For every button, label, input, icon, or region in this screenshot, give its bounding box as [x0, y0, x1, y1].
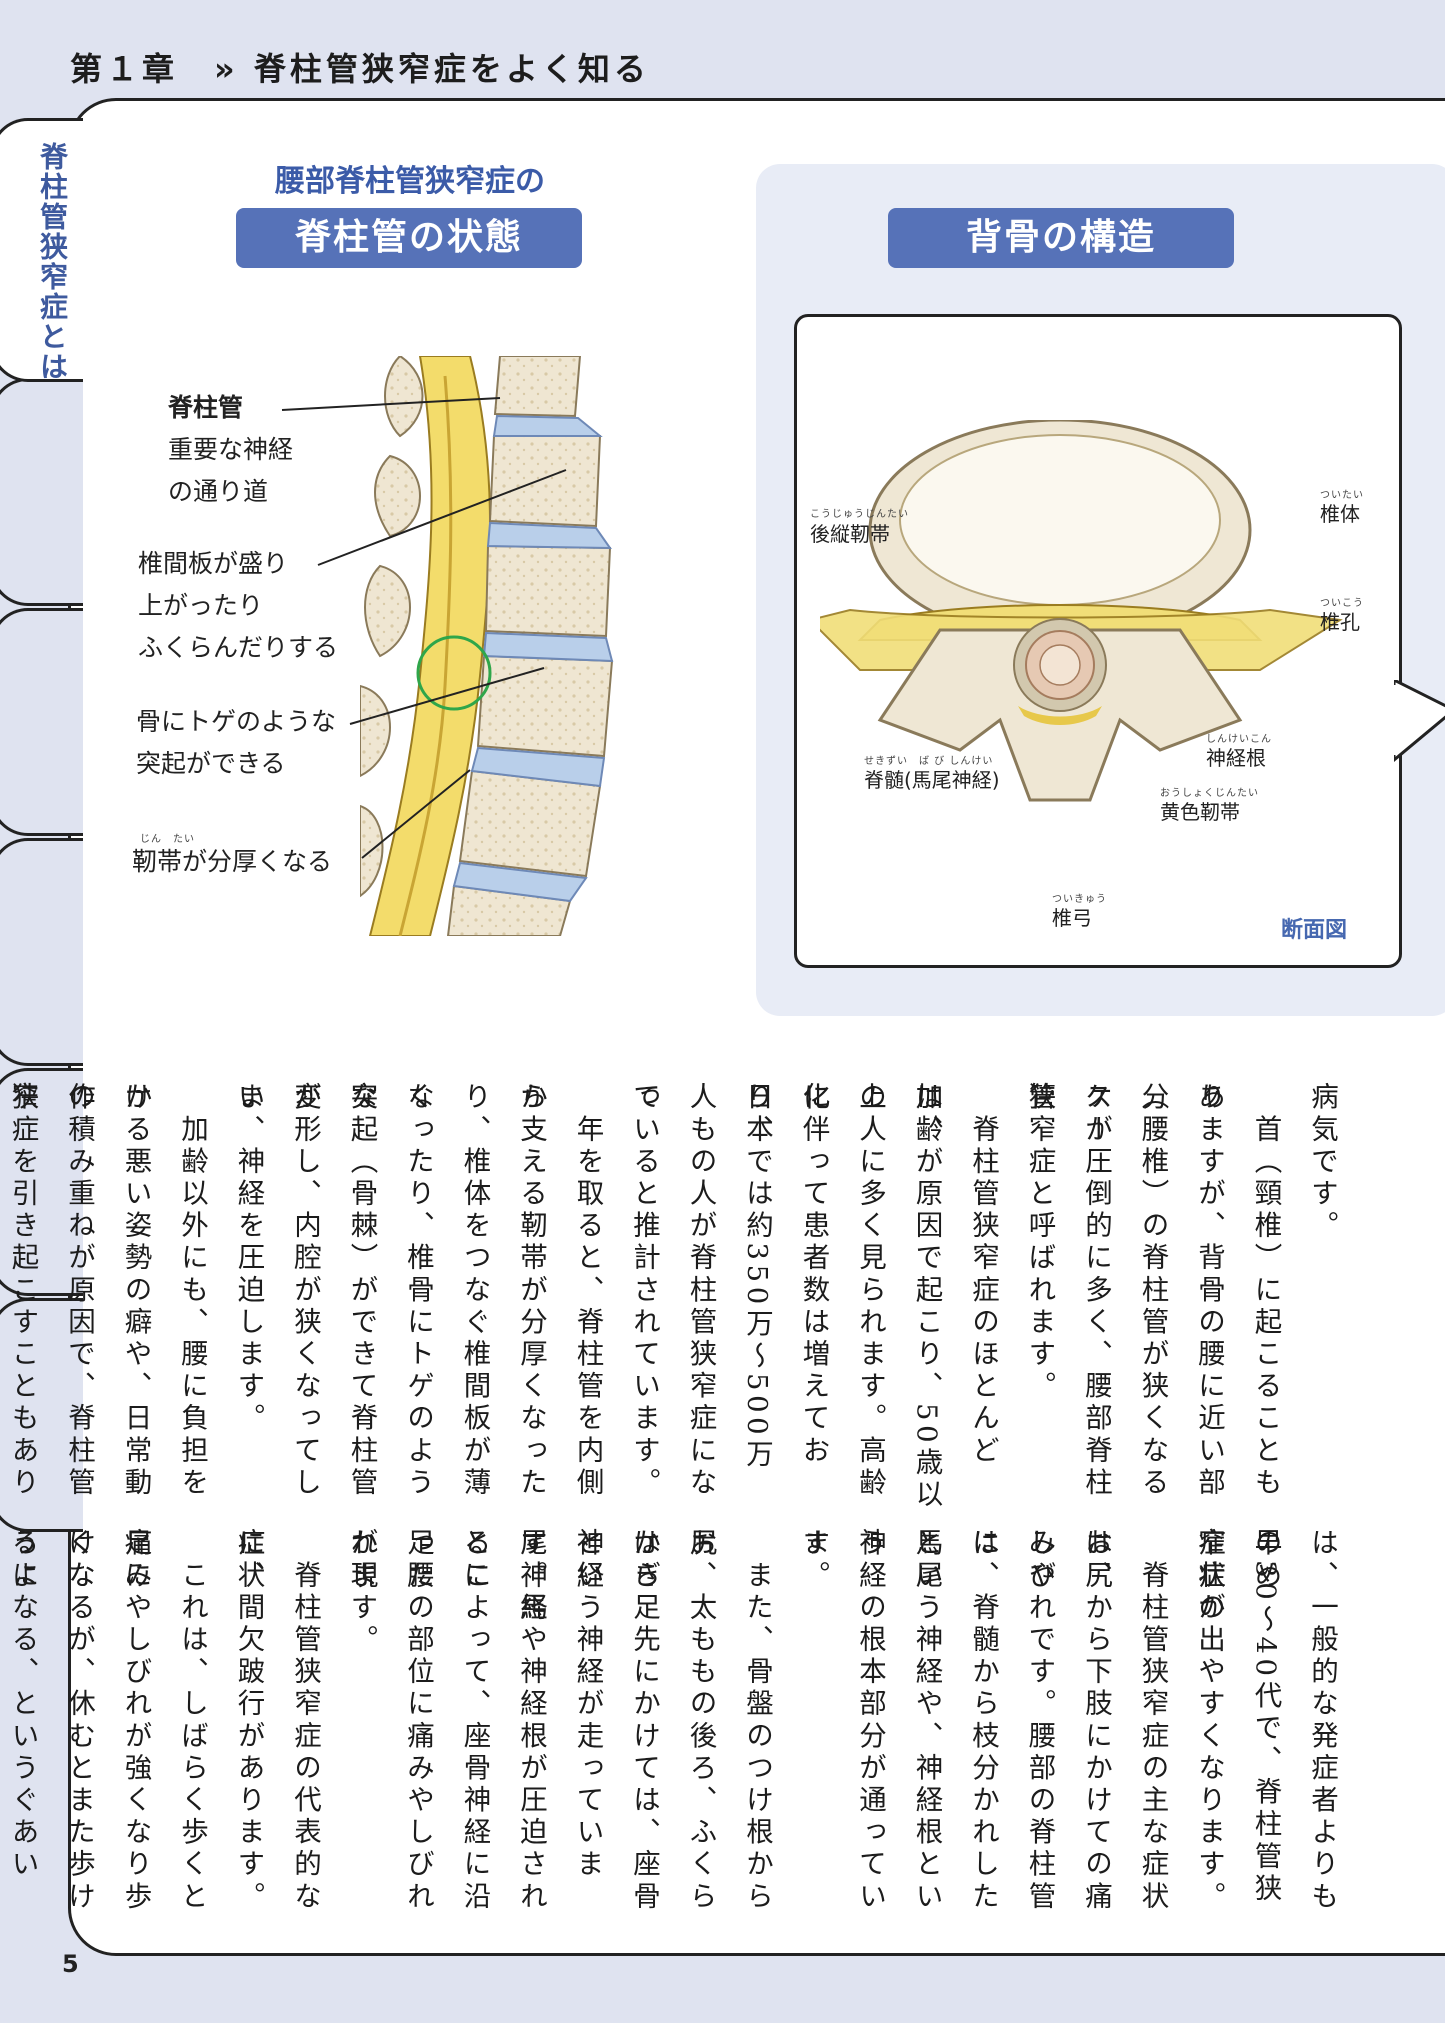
- vertebra-cross-section: [820, 420, 1343, 802]
- text-column: 首（頸椎）に起こることもあ: [1193, 1082, 1282, 1500]
- text-column: 加齢が原因で起こり、50歳以上: [854, 1082, 943, 1512]
- text-column: 人もの人が脊柱管狭窄症になっ: [628, 1082, 717, 1500]
- text-column: は、一般的な発症者よりも早め: [1249, 1528, 1339, 1914]
- text-column: ら支える靭帯が分厚くなった: [515, 1082, 547, 1500]
- text-column: から足先にかけては、座骨神経: [571, 1528, 661, 1914]
- ruby-pll: こうじゅうじんたい: [810, 509, 909, 520]
- text-column: 症状が出やすくなります。: [1193, 1528, 1225, 1914]
- right-figure-title: 背骨の構造: [888, 208, 1234, 268]
- text-column: れます。: [345, 1528, 378, 1657]
- text-column: りますが、背骨の腰に近い部分: [1136, 1082, 1226, 1500]
- spine-illustration: [360, 356, 720, 936]
- ruby-spinal-cord: せきずい ば び しんけい: [864, 756, 994, 767]
- side-tab-active[interactable]: [0, 118, 83, 382]
- side-tab[interactable]: [0, 608, 83, 836]
- speech-pointer: [1394, 680, 1445, 762]
- label-arch: 椎弓: [1052, 906, 1092, 930]
- left-figure-subtitle: 腰部脊柱管狭窄症の: [275, 164, 545, 199]
- text-column: 加齢以外にも、腰に負担をか: [119, 1082, 209, 1500]
- text-column: に、間欠跛行があります。: [232, 1528, 265, 1914]
- text-column: 脊柱管狭窄症の代表的な症状: [232, 1528, 322, 1914]
- text-column: 痛みやしびれが強くなり歩けな: [63, 1528, 152, 1914]
- label-spinal-canal-title: 脊柱管: [168, 393, 244, 422]
- text-column: くなるが、休むとまた歩けるよ: [6, 1528, 96, 1914]
- label-yellow-ligament: 黄色靭帯: [1160, 800, 1240, 824]
- text-column: 窄症を引き起こすこともありま: [6, 1082, 39, 1500]
- text-column: の30〜40代で、脊柱管狭窄症の: [1193, 1528, 1282, 1906]
- text-column: 尾神経や神経根が圧迫されるこ: [458, 1528, 548, 1914]
- text-column: 病気です。: [1306, 1082, 1338, 1243]
- text-column: これは、しばらく歩くと足に: [119, 1528, 209, 1914]
- label-disc-line: 上がったり: [138, 591, 264, 620]
- text-column: という神経や、神経根という: [854, 1528, 943, 1914]
- label-nerve-root: 神経根: [1206, 746, 1266, 770]
- label-spinal-canal-line: の通り道: [168, 477, 269, 506]
- text-column: の人に多く見られます。高齢化: [797, 1082, 887, 1500]
- text-column: スが圧倒的に多く、腰部脊柱管: [1023, 1082, 1113, 1500]
- ruby-yellow-ligament: おうしょくじんたい: [1160, 788, 1259, 799]
- left-figure-title: 脊柱管の状態: [236, 208, 582, 268]
- label-foramen: 椎孔: [1320, 610, 1360, 634]
- side-tab[interactable]: [0, 1298, 83, 1532]
- text-column: 変形し、内腔が狭くなってしま: [232, 1082, 322, 1500]
- text-column: なったり、椎骨にトゲのような: [345, 1082, 435, 1500]
- text-column: お尻から下肢にかけての痛みや: [1023, 1528, 1113, 1914]
- text-column: に伴って患者数は増えており、: [741, 1082, 830, 1468]
- label-pll: 後縦靭帯: [810, 522, 890, 546]
- text-column: い、神経を圧迫します。: [232, 1082, 265, 1436]
- ruby-vertebral-body: ついたい: [1320, 490, 1364, 501]
- text-column: 神経の根本部分が通っていま: [797, 1528, 887, 1914]
- text-column: ていると推計されています。: [628, 1082, 660, 1500]
- side-tab-label: 脊柱管狭窄症とは: [36, 142, 69, 382]
- text-column: とによって、座骨神経に沿った: [402, 1528, 491, 1914]
- label-disc-line: 椎間板が盛り: [138, 549, 289, 578]
- text-column: （腰椎）の脊柱管が狭くなるケー: [1080, 1082, 1169, 1500]
- text-column: 脊柱管狭窄症のほとんどは、: [910, 1082, 1000, 1468]
- text-column: という神経が走っています。馬: [515, 1528, 604, 1882]
- side-tab[interactable]: [0, 838, 83, 1066]
- label-ligament-ruby: じん たい: [140, 834, 195, 845]
- ruby-arch: ついきゅう: [1052, 894, 1107, 905]
- text-column: 脊柱管狭窄症の主な症状は、: [1080, 1528, 1169, 1914]
- text-column: 尻、太ももの後ろ、ふくらはぎ: [628, 1528, 717, 1914]
- text-column: 狭窄症と呼ばれます。: [1023, 1082, 1056, 1403]
- side-tab[interactable]: [0, 1068, 83, 1296]
- label-spinal-cord: 脊髄(馬尾神経): [864, 768, 1000, 792]
- text-column: また、骨盤のつけ根からお: [684, 1528, 774, 1914]
- label-disc-line: ふくらんだりする: [138, 633, 339, 662]
- label-vertebral-body: 椎体: [1320, 502, 1360, 526]
- text-column: す。: [797, 1528, 830, 1593]
- ruby-foramen: ついこう: [1320, 598, 1364, 609]
- label-spur-line: 突起ができる: [136, 749, 286, 778]
- text-column: 足腰の部位に痛みやしびれが現: [345, 1528, 435, 1914]
- text-column: しびれです。腰部の脊柱管に: [967, 1528, 1056, 1914]
- chapter-header: 第１章 » 脊柱管狭窄症をよく知る: [70, 50, 650, 88]
- label-spinal-canal-line: 重要な神経: [168, 435, 294, 464]
- page-number: 5: [62, 1950, 79, 1978]
- label-ligament: 靭帯が分厚くなる: [132, 847, 333, 876]
- text-column: の積み重ねが原因で、脊柱管狭: [6, 1082, 96, 1500]
- ruby-nerve-root: しんけいこん: [1206, 734, 1272, 745]
- text-column: 突起（骨棘）ができて脊柱管が: [289, 1082, 378, 1500]
- label-spur-line: 骨にトゲのような: [136, 707, 337, 736]
- text-column: 年を取ると、脊柱管を内側か: [515, 1082, 604, 1500]
- text-column: うになる、というぐあいに、歩: [6, 1528, 39, 1882]
- text-column: ける悪い姿勢の癖や、日常動作: [63, 1082, 152, 1500]
- text-column: は、脊髄から枝分かれした馬尾: [910, 1528, 1000, 1914]
- text-column: 日本では約350万〜500万: [741, 1082, 773, 1472]
- cross-section-tag: 断面図: [1281, 918, 1348, 943]
- text-column: り、椎体をつなぐ椎間板が薄く: [402, 1082, 491, 1500]
